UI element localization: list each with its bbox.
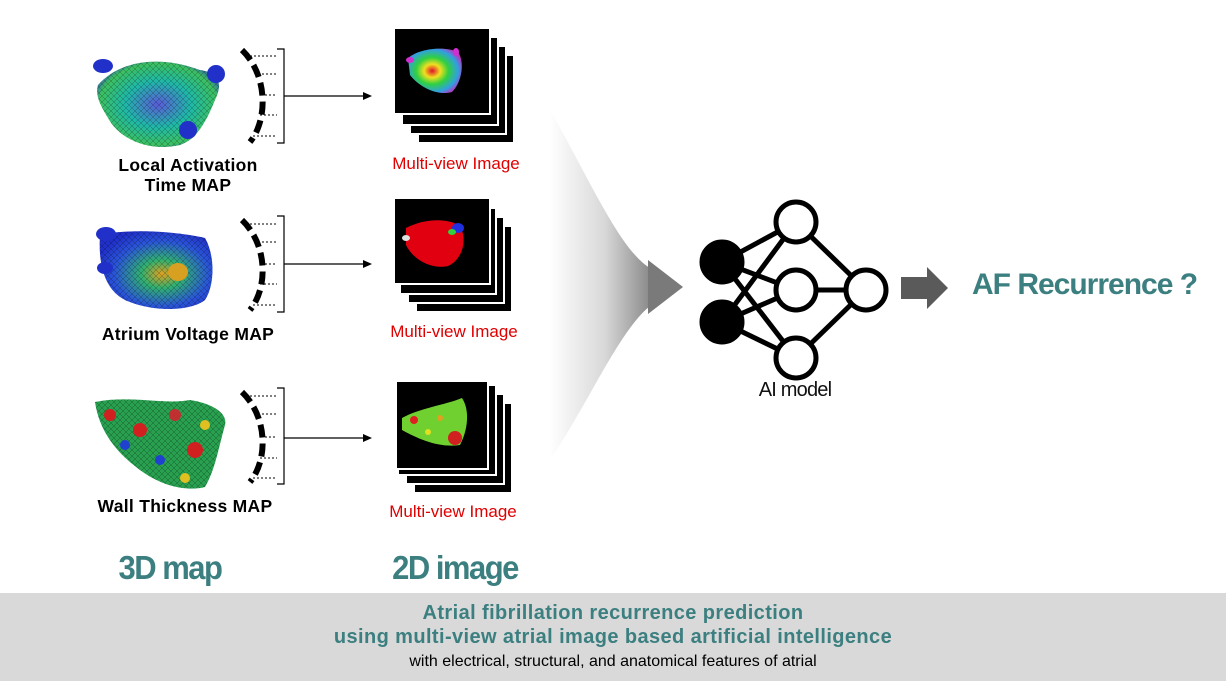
voltage-3d-map-image bbox=[96, 227, 213, 309]
neural-network-icon bbox=[699, 199, 889, 381]
wall-thickness-3d-map-image bbox=[95, 399, 226, 489]
multi-view-label-3: Multi-view Image bbox=[389, 502, 517, 521]
footer-subtitle: with electrical, structural, and anatomi… bbox=[409, 653, 817, 670]
footer-title-line1: Atrial fibrillation recurrence predictio… bbox=[422, 602, 804, 624]
view-sampling-row-1 bbox=[239, 47, 372, 144]
section-label-2d-image: 2D image bbox=[392, 548, 519, 587]
ai-model-label: AI model bbox=[758, 379, 832, 401]
view-sampling-row-3 bbox=[239, 387, 372, 485]
lat-map-label-line2: Time MAP bbox=[144, 175, 232, 195]
multi-view-stack-3 bbox=[395, 380, 513, 494]
multi-view-label-1: Multi-view Image bbox=[392, 154, 520, 173]
funnel-arrowhead bbox=[648, 260, 683, 314]
section-label-3d-map: 3D map bbox=[118, 548, 223, 587]
lat-3d-map-image bbox=[93, 59, 225, 147]
voltage-map-label: Atrium Voltage MAP bbox=[101, 324, 275, 344]
lat-map-label: Local Activation Time MAP bbox=[88, 155, 288, 195]
multi-view-stack-2 bbox=[393, 197, 513, 313]
wall-thickness-map-label: Wall Thickness MAP bbox=[97, 496, 273, 516]
view-sampling-row-2 bbox=[239, 215, 372, 313]
multi-view-label-2: Multi-view Image bbox=[390, 322, 518, 341]
af-recurrence-label: AF Recurrence ? bbox=[972, 268, 1198, 301]
footer-banner: Atrial fibrillation recurrence predictio… bbox=[0, 593, 1226, 681]
multi-view-stack-1 bbox=[393, 27, 515, 144]
footer-title-line2: using multi-view atrial image based arti… bbox=[333, 626, 893, 648]
lat-map-label-line1: Local Activation bbox=[118, 155, 258, 175]
funnel-shape bbox=[550, 110, 650, 460]
output-arrow bbox=[901, 267, 948, 309]
